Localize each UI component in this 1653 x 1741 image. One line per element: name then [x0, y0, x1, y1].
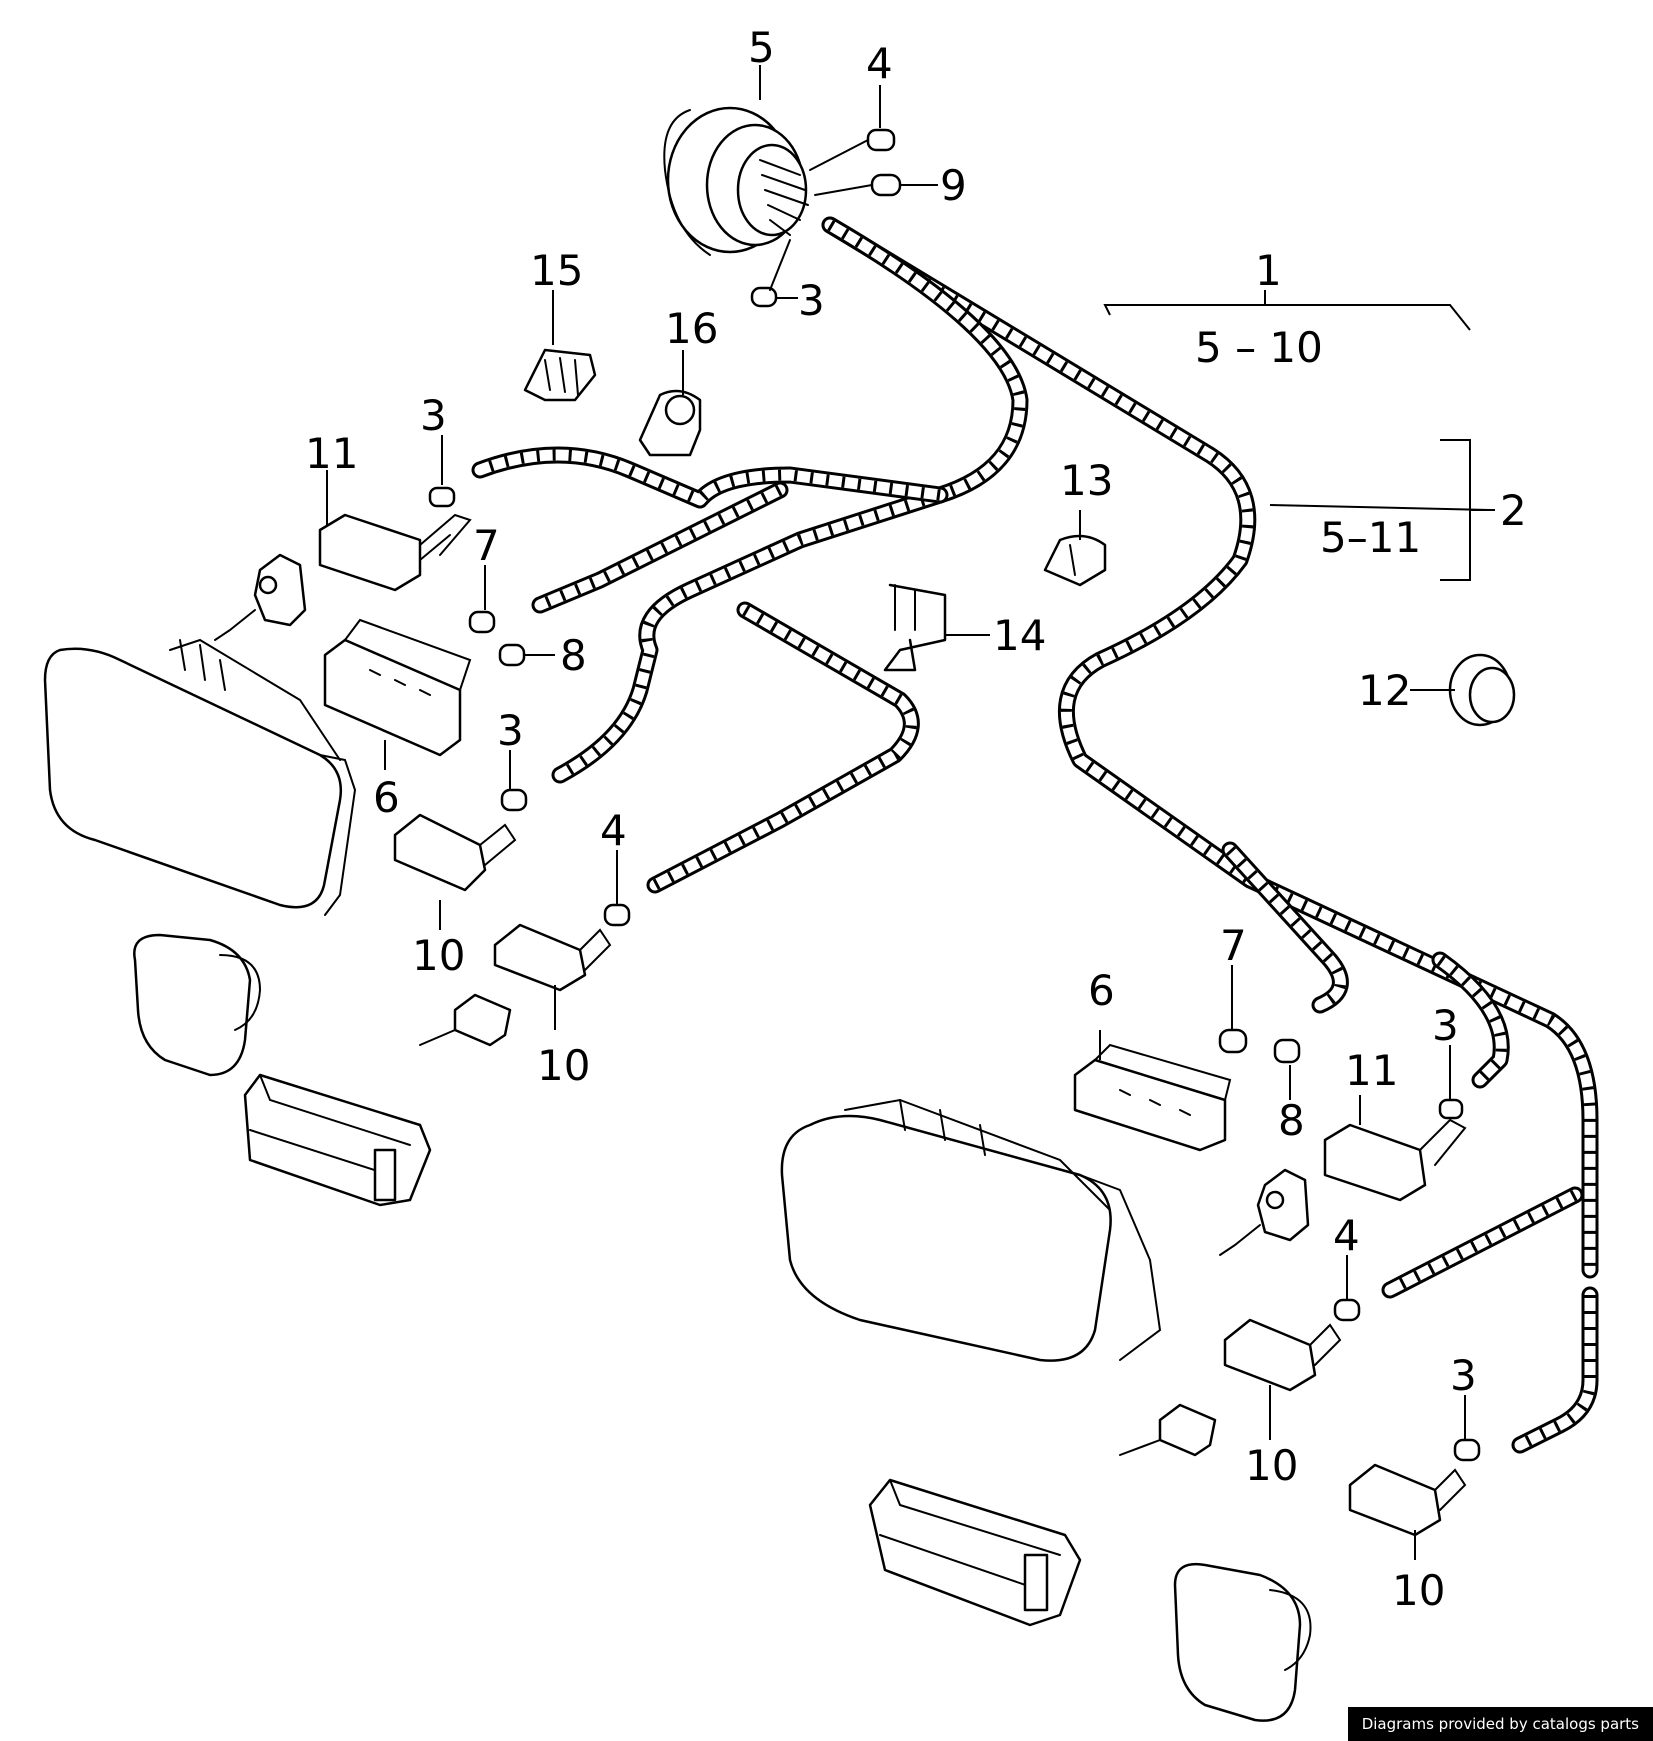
terminal-part-7-left [468, 610, 496, 634]
clip-part-15 [523, 348, 597, 402]
connector-part-10-upper-right [1223, 1318, 1342, 1392]
headlight-left [43, 638, 357, 916]
label-2-range: 5–11 [1320, 513, 1421, 562]
label-7-left: 7 [473, 521, 500, 570]
turn-signal-lamp-left [133, 933, 262, 1077]
clip-part-14 [883, 583, 947, 672]
connector-part-6-left [323, 618, 472, 757]
label-9: 9 [940, 161, 967, 210]
label-3-right: 3 [1432, 1001, 1459, 1050]
label-4-top: 4 [866, 39, 893, 88]
connector-part-6-right [1073, 1043, 1232, 1152]
ring-clip-part-12 [1448, 653, 1516, 727]
part-labels: 5 4 9 3 1 5 – 10 2 5–11 15 16 11 3 7 8 6… [305, 23, 1527, 1615]
label-4-right: 4 [1333, 1211, 1360, 1260]
label-14: 14 [993, 611, 1046, 660]
label-1: 1 [1255, 246, 1282, 295]
label-12: 12 [1358, 666, 1411, 715]
label-7-right: 7 [1220, 921, 1247, 970]
grommet-part-5 [663, 106, 809, 256]
label-2: 2 [1500, 486, 1527, 535]
terminal-part-7-right [1218, 1028, 1248, 1054]
clip-part-13 [1043, 534, 1107, 587]
terminal-part-3-left [428, 486, 456, 508]
connector-part-10-lower-right [1348, 1463, 1467, 1537]
terminal-part-4-left [603, 903, 631, 927]
bulb-holder-right [1219, 1168, 1310, 1256]
terminal-part-8-right [1273, 1038, 1301, 1064]
plug-left [419, 993, 512, 1047]
terminal-part-3-right [1438, 1098, 1464, 1120]
fog-lamp-right [868, 1478, 1082, 1627]
label-3-left: 3 [420, 391, 447, 440]
label-3-top: 3 [798, 276, 825, 325]
terminal-part-3-lower-right [1453, 1438, 1481, 1462]
plug-right [1119, 1403, 1217, 1457]
label-16: 16 [665, 304, 718, 353]
terminal-part-3-top [750, 239, 791, 308]
headlight-right [780, 1098, 1162, 1362]
terminal-part-4-right [1333, 1298, 1361, 1322]
label-11-right: 11 [1345, 1046, 1398, 1095]
bulb-holder-left [214, 553, 307, 641]
fog-lamp-left [243, 1073, 432, 1207]
connector-part-10-lower-left [493, 923, 612, 992]
label-1-range: 5 – 10 [1195, 323, 1323, 372]
label-13: 13 [1060, 456, 1113, 505]
connector-part-10-upper-left [393, 813, 517, 892]
label-3-mid-left: 3 [497, 706, 524, 755]
label-3-lower-right: 3 [1450, 1351, 1477, 1400]
label-15: 15 [530, 246, 583, 295]
turn-signal-lamp-right [1173, 1562, 1312, 1722]
label-6-left: 6 [373, 773, 400, 822]
watermark-caption: Diagrams provided by catalogs parts [1347, 1707, 1653, 1741]
terminal-part-8-left [498, 643, 526, 667]
label-10-lower-left: 10 [537, 1041, 590, 1090]
connector-part-11-right [1323, 1118, 1467, 1202]
label-10-upper-left: 10 [412, 931, 465, 980]
terminal-part-9 [814, 173, 902, 197]
label-8-right: 8 [1278, 1096, 1305, 1145]
label-10-upper-right: 10 [1245, 1441, 1298, 1490]
wiring-harness [471, 216, 1599, 1454]
connector-part-11-left [318, 513, 472, 592]
label-10-lower-right: 10 [1392, 1566, 1445, 1615]
label-4-left: 4 [600, 806, 627, 855]
clip-part-16 [638, 389, 702, 457]
label-6-right: 6 [1088, 966, 1115, 1015]
terminal-part-3-mid-left [500, 788, 528, 812]
label-11-left: 11 [305, 429, 358, 478]
terminal-part-4-top [809, 128, 896, 171]
leader-lines [326, 65, 1495, 1560]
label-5: 5 [748, 23, 775, 72]
label-8-left: 8 [560, 631, 587, 680]
